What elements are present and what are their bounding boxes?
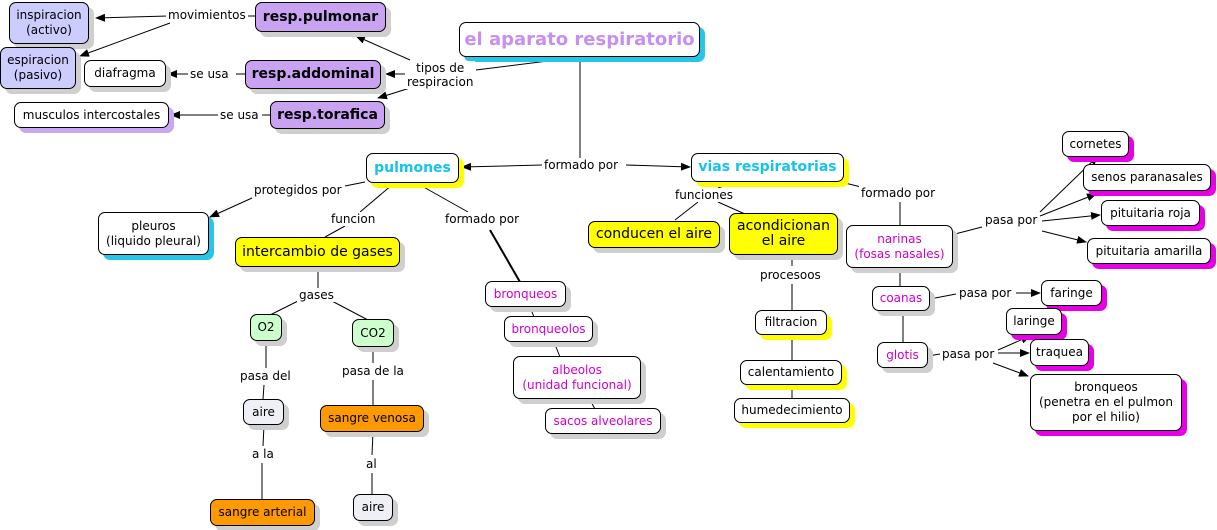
link-label-movimientos: movimientos (166, 8, 248, 22)
link-label-pasa-por-2: pasa por (957, 286, 1014, 300)
link-label-procesoos: procesoos (758, 268, 823, 282)
node-narinas[interactable]: narinas (fosas nasales) (846, 225, 953, 268)
link-label-formado-por-2: formado por (443, 212, 521, 226)
node-intercambio-gases[interactable]: intercambio de gases (235, 237, 400, 267)
node-acondicionan-aire[interactable]: acondicionan el aire (729, 213, 838, 255)
node-vias-respiratorias[interactable]: vias respiratorias (691, 153, 844, 182)
link-label-funciones: funciones (673, 188, 735, 202)
node-title[interactable]: el aparato respiratorio (459, 22, 700, 57)
node-espiracion[interactable]: espiracion (pasivo) (0, 47, 76, 89)
link-label-pasa-de-la: pasa de la (340, 364, 406, 378)
node-diafragma[interactable]: diafragma (84, 60, 166, 87)
node-senos-paranasales[interactable]: senos paranasales (1083, 164, 1211, 191)
node-resp-torafica[interactable]: resp.torafica (270, 101, 385, 129)
node-sangre-arterial[interactable]: sangre arterial (210, 499, 315, 526)
link-label-pasa-por-1: pasa por (983, 213, 1040, 227)
node-glotis[interactable]: glotis (877, 342, 928, 368)
node-musculos-intercostales[interactable]: musculos intercostales (14, 102, 169, 128)
link-label-gases: gases (297, 288, 336, 302)
link-label-tipos-respiracion: tipos de respiracion (405, 61, 476, 89)
node-pituitaria-roja[interactable]: pituitaria roja (1101, 200, 1200, 226)
node-aire-2[interactable]: aire (353, 494, 393, 521)
link-label-se-usa-1: se usa (188, 67, 231, 81)
link-label-se-usa-2: se usa (218, 108, 261, 122)
node-bronqueos-1[interactable]: bronqueos (485, 281, 566, 307)
node-humedecimiento[interactable]: humedecimiento (734, 398, 850, 423)
node-coanas[interactable]: coanas (872, 286, 930, 311)
node-resp-addominal[interactable]: resp.addominal (245, 60, 381, 89)
link-label-formado-por-1: formado por (542, 158, 620, 172)
node-conducen-aire[interactable]: conducen el aire (588, 221, 720, 248)
node-albeolos[interactable]: albeolos (unidad funcional) (513, 356, 641, 399)
node-sangre-venosa[interactable]: sangre venosa (320, 405, 424, 432)
node-faringe[interactable]: faringe (1041, 280, 1102, 306)
node-traquea[interactable]: traquea (1030, 339, 1089, 366)
node-laringe[interactable]: laringe (1006, 308, 1062, 335)
link-label-protegidos-por: protegidos por (252, 183, 344, 197)
node-bronqueos-2[interactable]: bronqueos (penetra en el pulmon por el h… (1030, 374, 1182, 431)
node-cornetes[interactable]: cornetes (1062, 131, 1129, 157)
node-sacos-alveolares[interactable]: sacos alveolares (545, 408, 661, 434)
link-label-a-la: a la (250, 447, 276, 461)
link-label-pasa-por-3: pasa por (940, 347, 997, 361)
node-o2[interactable]: O2 (250, 314, 282, 341)
node-pituitaria-amarilla[interactable]: pituitaria amarilla (1087, 238, 1211, 264)
node-aire-1[interactable]: aire (243, 399, 284, 425)
node-bronqueolos[interactable]: bronqueolos (504, 316, 593, 342)
node-pulmones[interactable]: pulmones (366, 153, 459, 183)
link-label-pasa-del: pasa del (238, 369, 293, 383)
node-calentamiento[interactable]: calentamiento (740, 360, 842, 385)
link-label-funcion: funcion (329, 212, 378, 226)
link-label-al: al (364, 457, 379, 471)
node-co2[interactable]: CO2 (352, 319, 394, 347)
node-pleuros[interactable]: pleuros (liquido pleural) (98, 212, 209, 255)
link-label-formado-por-3: formado por (859, 186, 937, 200)
node-inspiracion[interactable]: inspiracion (activo) (9, 2, 89, 44)
node-resp-pulmonar[interactable]: resp.pulmonar (255, 2, 386, 32)
node-filtracion[interactable]: filtracion (755, 310, 827, 335)
